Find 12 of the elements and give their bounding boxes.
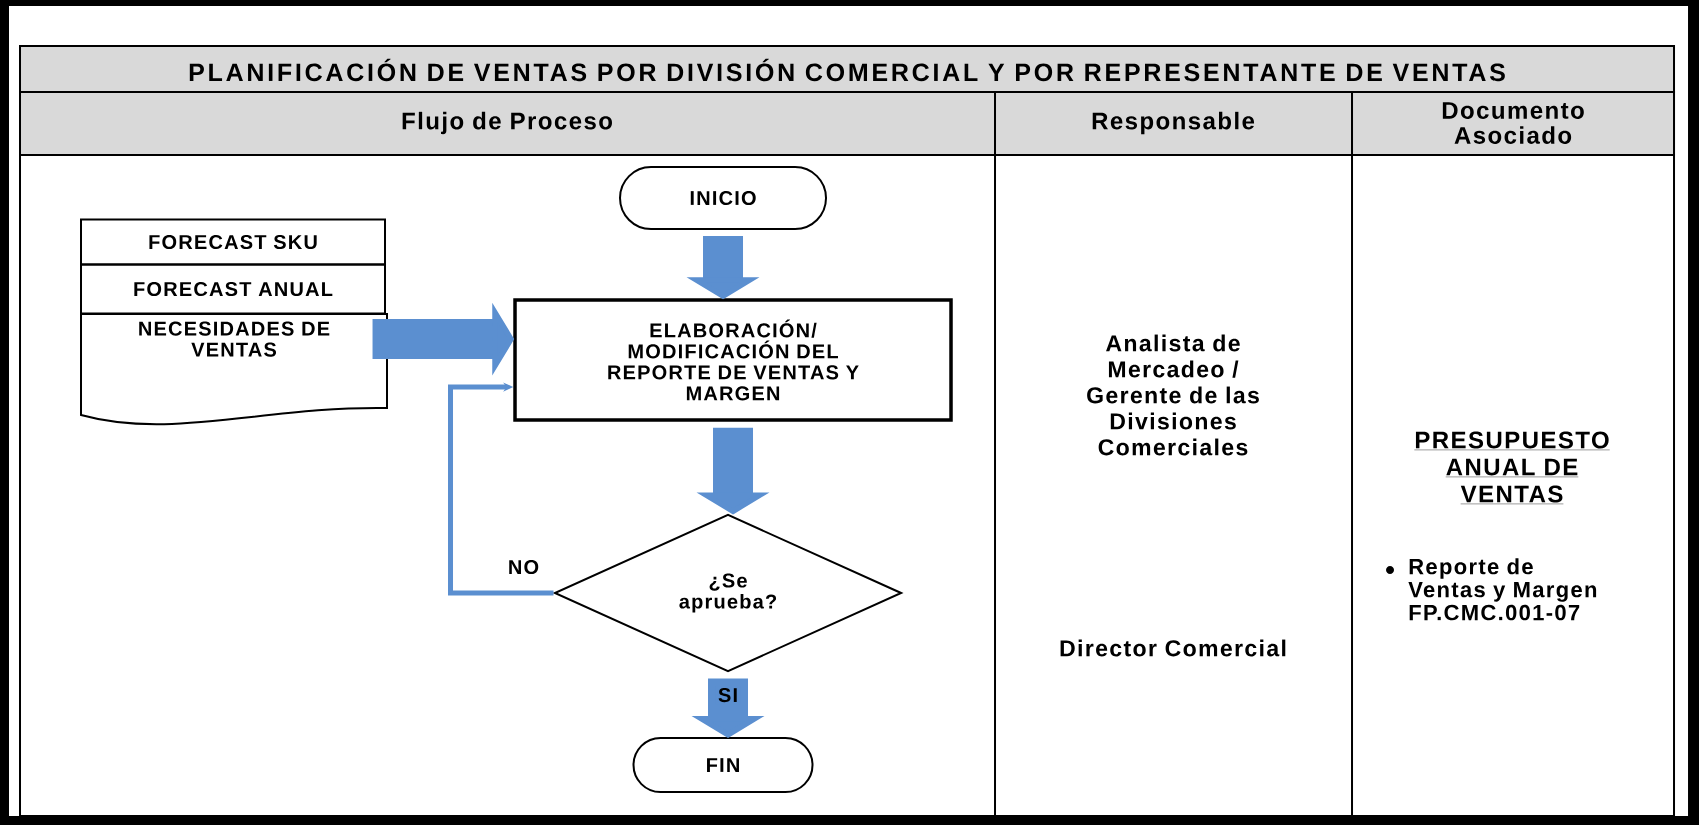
- header-cell: Responsable: [994, 91, 1353, 156]
- document-item: Reporte de Ventas y Margen FP.CMC.001-07: [1408, 558, 1597, 621]
- responsible-text: Analista de Mercadeo / Gerente de las Divisiones Comerciales: [1087, 334, 1259, 456]
- document-box: FORECAST SKU: [80, 218, 386, 266]
- header-cell: Documento Asociado: [1351, 91, 1675, 156]
- process-box: ELABORACIÓN/ MODIFICACIÓN DEL REPORTE DE VENTAS Y MARGEN: [513, 298, 953, 422]
- arrow: [448, 382, 554, 596]
- edge-label: SI: [715, 686, 741, 705]
- document-box: FORECAST ANUAL: [80, 263, 386, 315]
- document-box: NECESIDADES DE VENTAS: [80, 313, 388, 426]
- responsible-text: Director Comercial: [1060, 639, 1286, 657]
- document-title: PRESUPUESTO ANUAL DE VENTAS: [1414, 431, 1610, 505]
